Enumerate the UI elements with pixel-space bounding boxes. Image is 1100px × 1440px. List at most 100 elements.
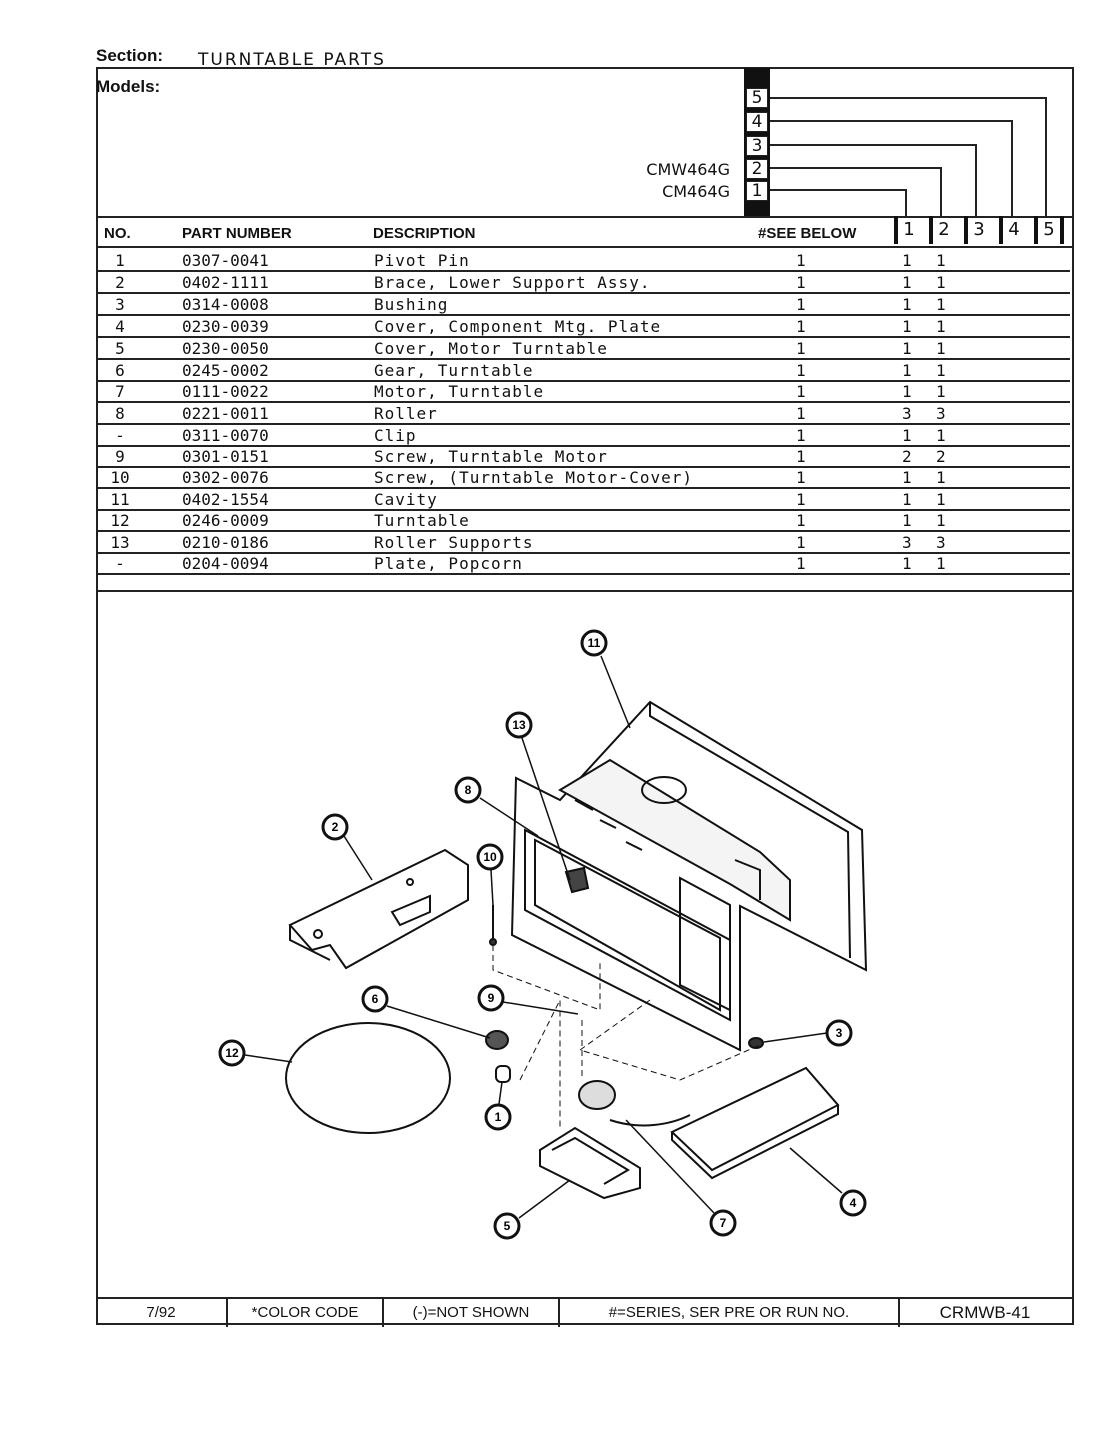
part-description: Bushing [374, 295, 449, 314]
part-qty-model-1: 1 [902, 295, 912, 314]
part-see-below: 1 [796, 361, 806, 380]
part-qty-model-2: 1 [936, 382, 946, 401]
svg-text:13: 13 [512, 718, 526, 732]
part-see-below: 1 [796, 511, 806, 530]
col-header-model-2: 2 [929, 216, 955, 244]
part-qty-model-1: 1 [902, 382, 912, 401]
col-header-model-1: 1 [894, 216, 920, 244]
part-qty-model-1: 1 [902, 339, 912, 358]
part-qty-model-1: 1 [902, 273, 912, 292]
bushing-part [748, 1037, 764, 1049]
part-number: 0301-0151 [182, 447, 269, 466]
footer-date: 7/92 [96, 1299, 228, 1327]
svg-text:12: 12 [225, 1046, 239, 1060]
page-frame [96, 67, 1074, 1325]
model-connector-lines [770, 97, 1047, 216]
part-no: 8 [115, 404, 125, 423]
part-description: Cavity [374, 490, 438, 509]
callout-8: 8 [454, 776, 482, 804]
model-name-1: CM464G [662, 182, 730, 201]
callout-3: 3 [825, 1019, 853, 1047]
col-header-see-below: #SEE BELOW [758, 225, 857, 242]
part-qty-model-1: 3 [902, 404, 912, 423]
part-description: Screw, Turntable Motor [374, 447, 608, 466]
footer-bar: 7/92 *COLOR CODE (-)=NOT SHOWN #=SERIES,… [96, 1297, 1074, 1327]
part-no: 12 [110, 511, 130, 530]
part-qty-model-2: 1 [936, 426, 946, 445]
turntable-motor [578, 1080, 616, 1110]
part-description: Roller [374, 404, 438, 423]
callout-10: 10 [476, 843, 504, 871]
col-header-model-5: 5 [1034, 216, 1064, 244]
part-description: Cover, Component Mtg. Plate [374, 317, 662, 336]
callout-11: 11 [580, 629, 608, 657]
part-qty-model-1: 1 [902, 468, 912, 487]
header-top-rule [96, 216, 1074, 218]
part-see-below: 1 [796, 295, 806, 314]
part-see-below: 1 [796, 468, 806, 487]
callout-13: 13 [505, 711, 533, 739]
model-box-4: 4 [746, 112, 768, 132]
callout-1: 1 [484, 1103, 512, 1131]
diagram-callouts: 11 13 8 2 10 6 9 12 1 3 5 7 4 [218, 629, 867, 1240]
part-description: Pivot Pin [374, 251, 470, 270]
part-no: 1 [115, 251, 125, 270]
part-description: Screw, (Turntable Motor-Cover) [374, 468, 693, 487]
header-bottom-rule [96, 246, 1074, 248]
model-box-2: 2 [746, 159, 768, 179]
part-description: Cover, Motor Turntable [374, 339, 608, 358]
part-see-below: 1 [796, 317, 806, 336]
svg-text:10: 10 [483, 850, 497, 864]
callout-4: 4 [839, 1189, 867, 1217]
part-no: 6 [115, 361, 125, 380]
model-box-5: 5 [746, 88, 768, 108]
part-description: Gear, Turntable [374, 361, 534, 380]
part-description: Motor, Turntable [374, 382, 545, 401]
part-no: 11 [110, 490, 130, 509]
part-qty-model-2: 1 [936, 317, 946, 336]
part-qty-model-1: 1 [902, 317, 912, 336]
svg-text:7: 7 [720, 1216, 727, 1230]
part-qty-model-2: 1 [936, 554, 946, 573]
part-no: 2 [115, 273, 125, 292]
svg-text:1: 1 [495, 1110, 502, 1124]
part-no: 4 [115, 317, 125, 336]
part-see-below: 1 [796, 426, 806, 445]
svg-text:9: 9 [488, 991, 495, 1005]
svg-text:11: 11 [588, 636, 601, 650]
part-no: - [115, 554, 125, 573]
part-qty-model-1: 2 [902, 447, 912, 466]
part-no: 3 [115, 295, 125, 314]
part-number: 0210-0186 [182, 533, 269, 552]
models-label: Models: [96, 77, 161, 96]
col-header-description: DESCRIPTION [373, 225, 476, 242]
pivot-pin [495, 1065, 511, 1083]
part-description: Turntable [374, 511, 470, 530]
part-number: 0204-0094 [182, 554, 269, 573]
part-qty-model-2: 2 [936, 447, 946, 466]
section-label: Section: [96, 46, 164, 65]
col-header-part-number: PART NUMBER [182, 225, 292, 242]
part-number: 0245-0002 [182, 361, 269, 380]
part-see-below: 1 [796, 447, 806, 466]
part-qty-model-2: 1 [936, 490, 946, 509]
footer-not-shown: (-)=NOT SHOWN [384, 1299, 560, 1327]
part-see-below: 1 [796, 533, 806, 552]
part-number: 0402-1111 [182, 273, 269, 292]
part-number: 0402-1554 [182, 490, 269, 509]
part-see-below: 1 [796, 382, 806, 401]
turntable-gear [485, 1030, 509, 1050]
part-no: 10 [110, 468, 130, 487]
part-number: 0307-0041 [182, 251, 269, 270]
part-see-below: 1 [796, 273, 806, 292]
model-box-3: 3 [746, 136, 768, 156]
part-qty-model-1: 3 [902, 533, 912, 552]
